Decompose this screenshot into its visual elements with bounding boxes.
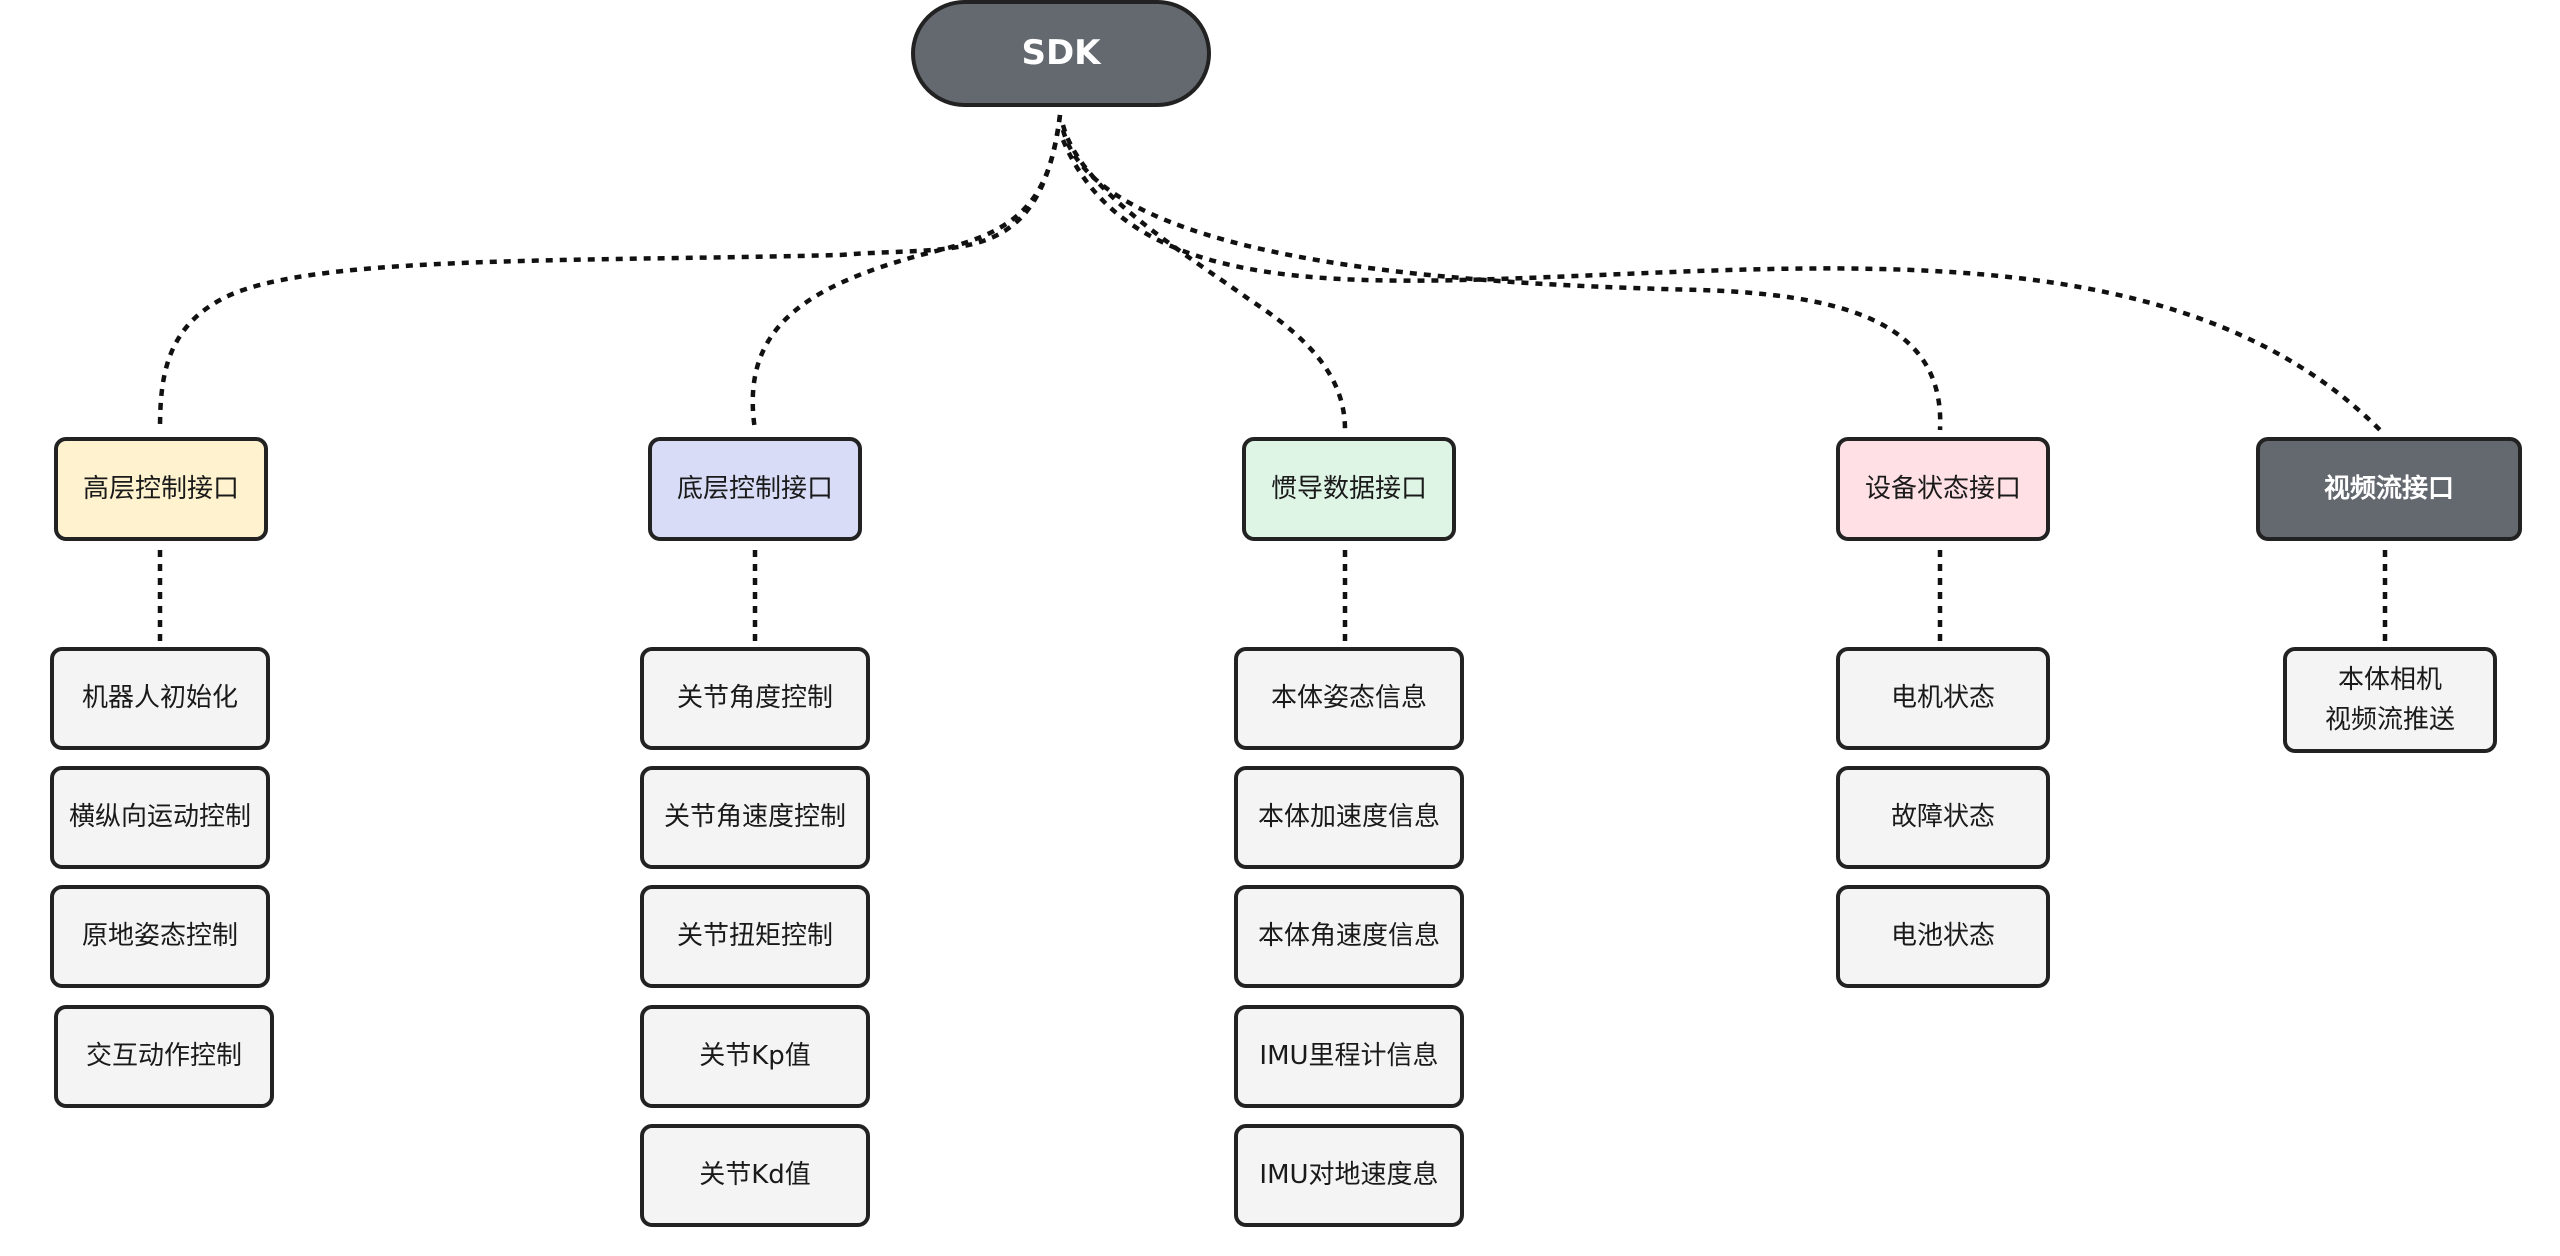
item-interactive-action[interactable]: 交互动作控制: [54, 1005, 274, 1108]
item-lateral-longitudinal-motion[interactable]: 横纵向运动控制: [50, 766, 270, 869]
connector-root-to-high-level: [157, 114, 1063, 431]
category-video-stream[interactable]: 视频流接口: [2256, 437, 2522, 541]
item-body-attitude[interactable]: 本体姿态信息: [1234, 647, 1464, 750]
item-motor-status[interactable]: 电机状态: [1836, 647, 2050, 750]
category-device-status[interactable]: 设备状态接口: [1836, 437, 2050, 541]
connector-root-to-low-level: [750, 114, 1063, 431]
item-imu-odometry[interactable]: IMU里程计信息: [1234, 1005, 1464, 1108]
item-robot-init[interactable]: 机器人初始化: [50, 647, 270, 750]
item-body-angular-velocity[interactable]: 本体角速度信息: [1234, 885, 1464, 988]
category-low-level-control[interactable]: 底层控制接口: [648, 437, 862, 541]
item-joint-torque[interactable]: 关节扭矩控制: [640, 885, 870, 988]
item-joint-angular-velocity[interactable]: 关节角速度控制: [640, 766, 870, 869]
item-fault-status[interactable]: 故障状态: [1836, 766, 2050, 869]
item-joint-kp[interactable]: 关节Kp值: [640, 1005, 870, 1108]
connector-root-to-device-status: [1060, 129, 1943, 431]
item-body-acceleration[interactable]: 本体加速度信息: [1234, 766, 1464, 869]
category-imu-data[interactable]: 惯导数据接口: [1242, 437, 1456, 541]
connector-root-to-video: [1060, 139, 2382, 432]
category-high-level-control[interactable]: 高层控制接口: [54, 437, 268, 541]
item-camera-video-push[interactable]: 本体相机 视频流推送: [2283, 647, 2497, 753]
item-in-place-posture[interactable]: 原地姿态控制: [50, 885, 270, 988]
item-joint-angle[interactable]: 关节角度控制: [640, 647, 870, 750]
item-joint-kd[interactable]: 关节Kd值: [640, 1124, 870, 1227]
connector-root-to-imu: [1060, 124, 1348, 431]
item-battery-status[interactable]: 电池状态: [1836, 885, 2050, 988]
item-imu-ground-velocity[interactable]: IMU对地速度息: [1234, 1124, 1464, 1227]
root-node-sdk[interactable]: SDK: [911, 0, 1211, 107]
